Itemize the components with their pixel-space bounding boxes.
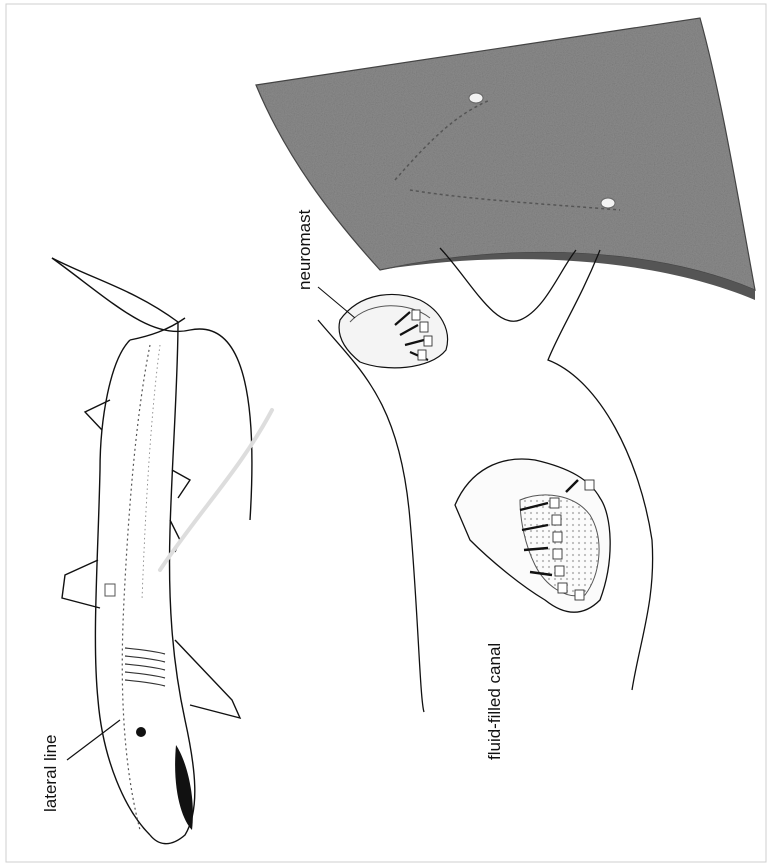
label-fluid-filled-canal: fluid-filled canal <box>485 643 504 760</box>
lateral-line-dots-2 <box>142 345 160 600</box>
dorsal-fin-2 <box>62 560 100 608</box>
zoom-line <box>160 410 272 570</box>
canal-neuromast-structure <box>455 459 610 612</box>
shark-outline <box>52 258 252 844</box>
lateral-line-sample-box <box>105 584 115 596</box>
dorsal-fin-1 <box>85 400 110 430</box>
label-neuromast: neuromast <box>295 209 314 290</box>
lateral-line-pointer <box>67 720 120 760</box>
neuromast-pointer <box>318 287 355 318</box>
label-lateral-line: lateral line <box>41 735 60 813</box>
skin-patch <box>256 18 755 300</box>
pelvic-fin <box>172 470 190 498</box>
shark-tail <box>52 258 178 322</box>
gill-slits <box>125 648 165 686</box>
pectoral-fin <box>175 640 240 718</box>
shark-eye <box>136 727 146 737</box>
neuromast-structure <box>339 295 448 368</box>
shark-mouth <box>175 745 193 830</box>
lateral-line-dots <box>122 345 150 830</box>
